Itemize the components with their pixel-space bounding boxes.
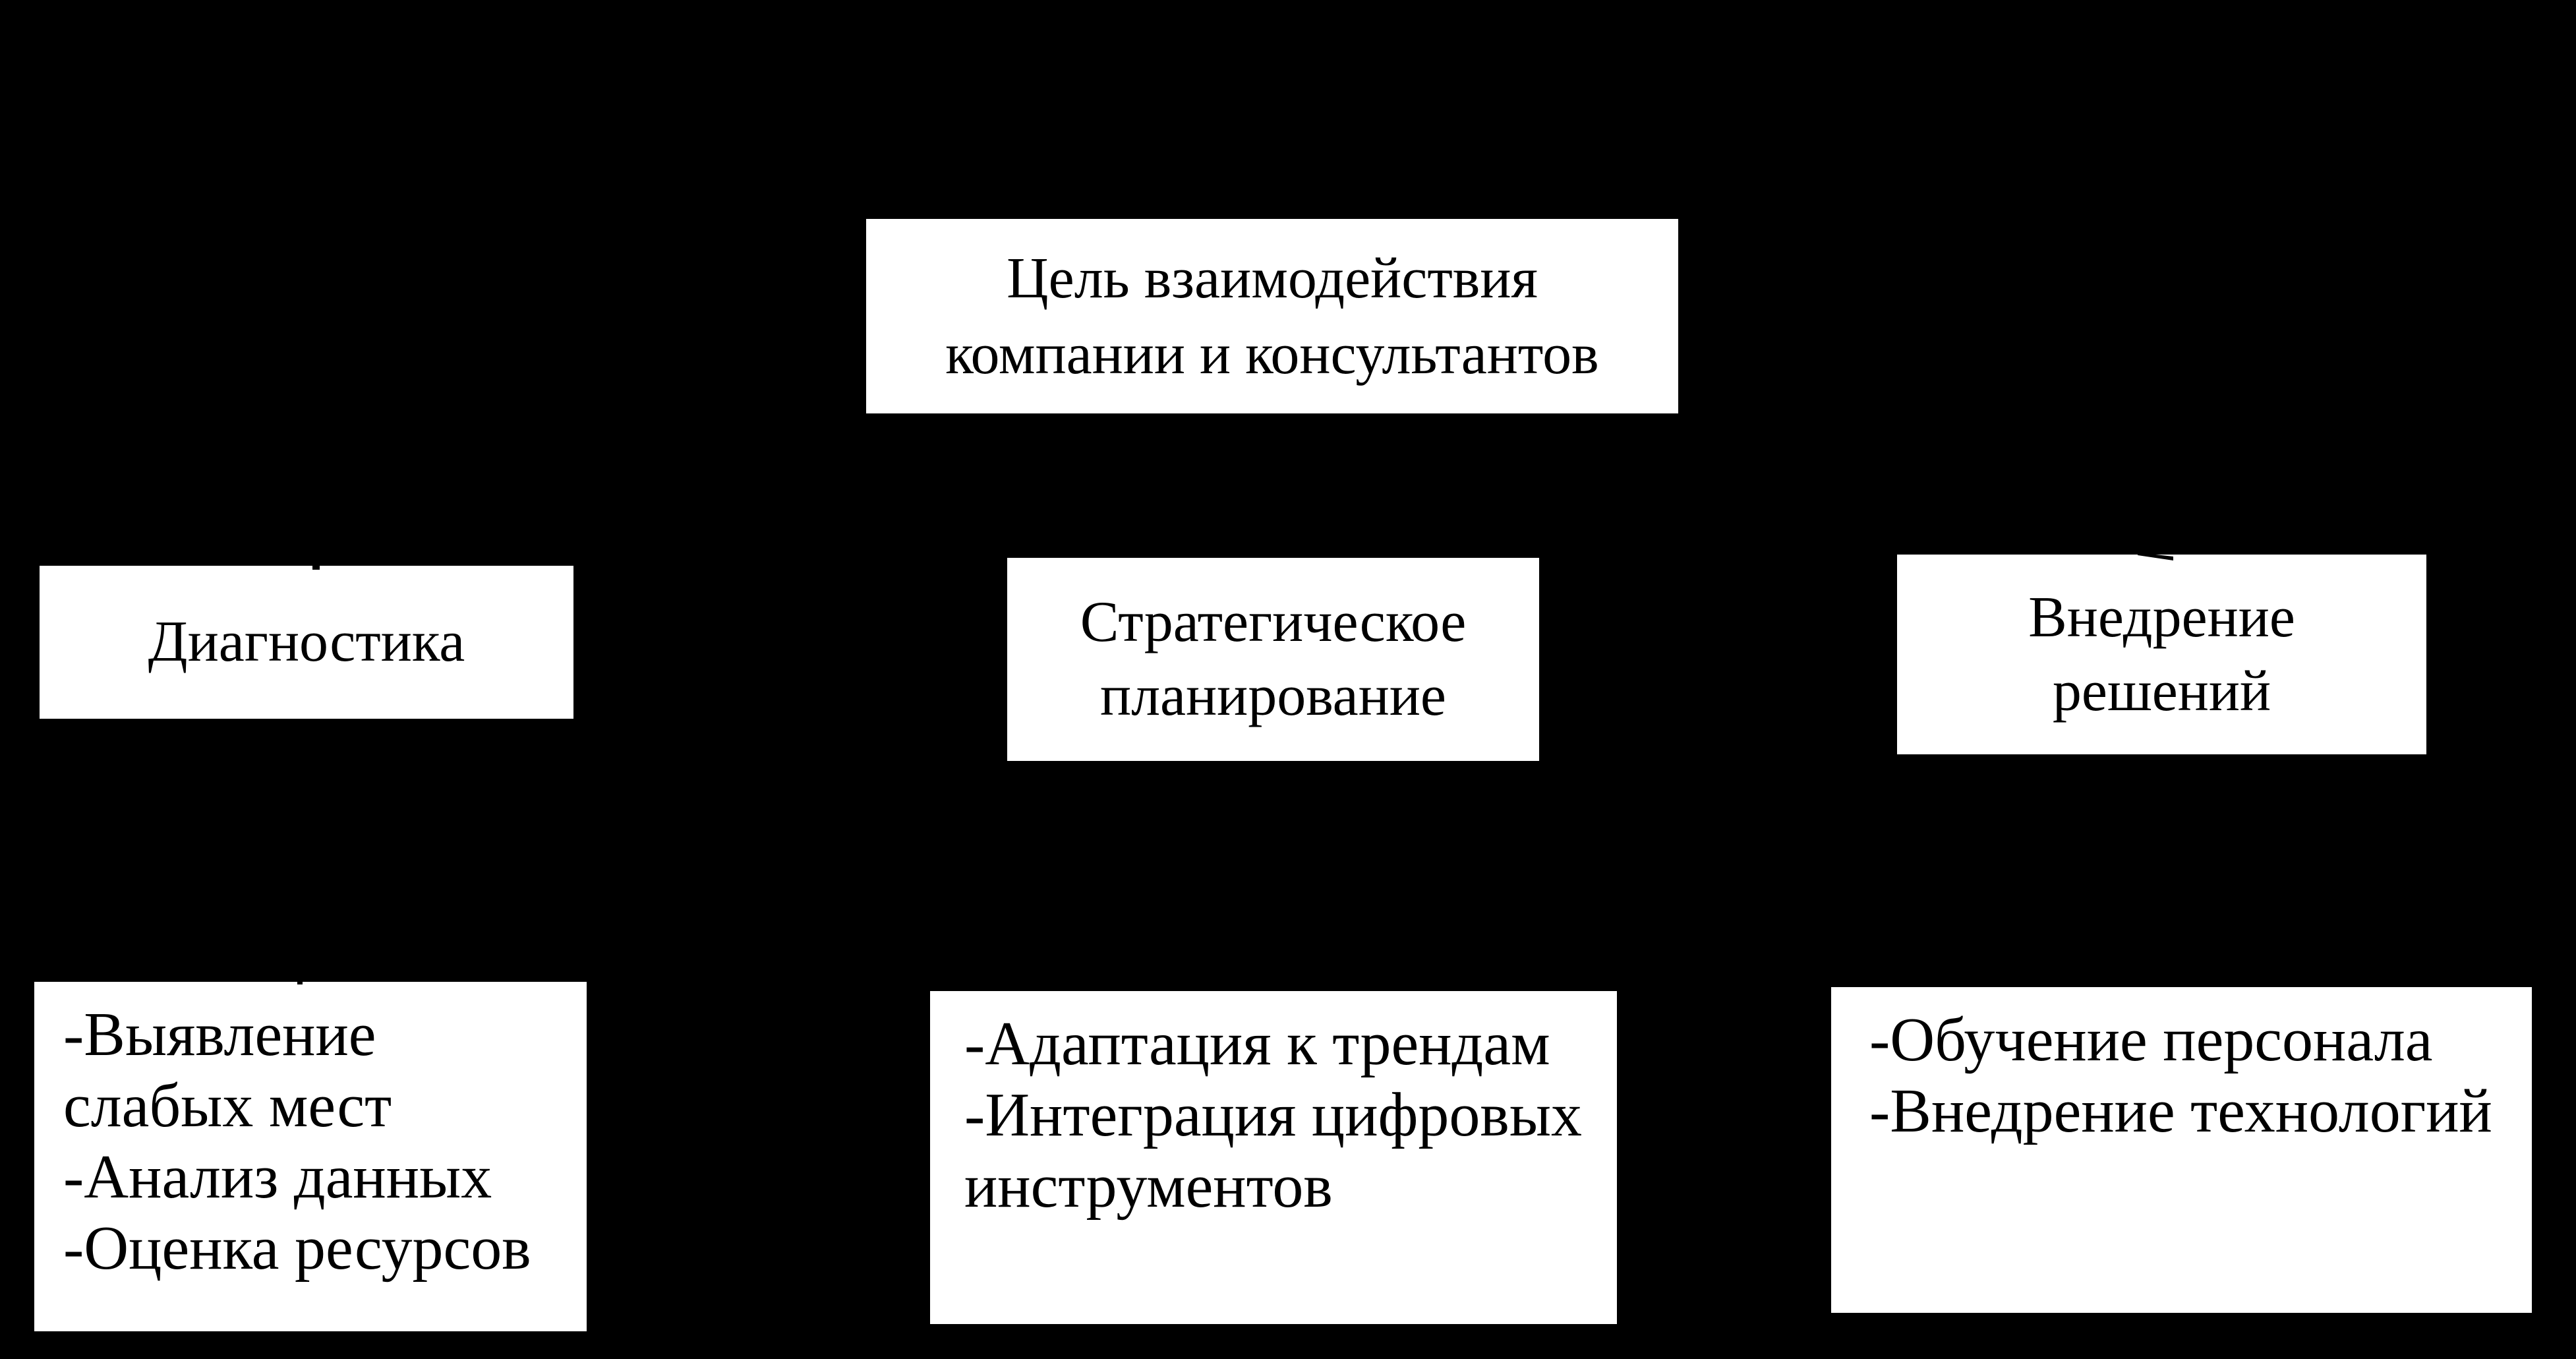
arrow-remnant-implementation-shape xyxy=(2138,553,2173,560)
arrow-remnant-implementation xyxy=(2138,553,2173,562)
goal-box-text: Цель взаимодействия компании и консульта… xyxy=(945,246,1599,386)
detail-box-diagnostics-text: -Выявление слабых мест -Анализ данных -О… xyxy=(63,1000,531,1283)
detail-box-strategic-planning-text: -Адаптация к трендам -Интеграция цифровы… xyxy=(964,1010,1582,1221)
stage-box-strategic-planning-text: Стратегическое планирование xyxy=(1080,590,1467,728)
arrow-remnant-diagnostics-details xyxy=(297,979,303,984)
detail-box-implementation-text: -Обучение персонала -Внедрение технологи… xyxy=(1869,1006,2492,1145)
detail-box-diagnostics: -Выявление слабых мест -Анализ данных -О… xyxy=(34,982,587,1331)
stage-box-implementation: Внедрение решений xyxy=(1897,555,2426,754)
detail-box-strategic-planning: -Адаптация к трендам -Интеграция цифровы… xyxy=(930,991,1617,1324)
stage-box-diagnostics: Диагностика xyxy=(40,566,573,719)
arrow-remnant-diagnostics xyxy=(312,564,320,570)
stage-box-implementation-text: Внедрение решений xyxy=(2028,585,2295,723)
stage-box-strategic-planning: Стратегическое планирование xyxy=(1007,558,1539,761)
stage-box-diagnostics-text: Диагностика xyxy=(148,610,465,674)
detail-box-implementation: -Обучение персонала -Внедрение технологи… xyxy=(1831,987,2532,1313)
goal-box: Цель взаимодействия компании и консульта… xyxy=(866,219,1678,413)
